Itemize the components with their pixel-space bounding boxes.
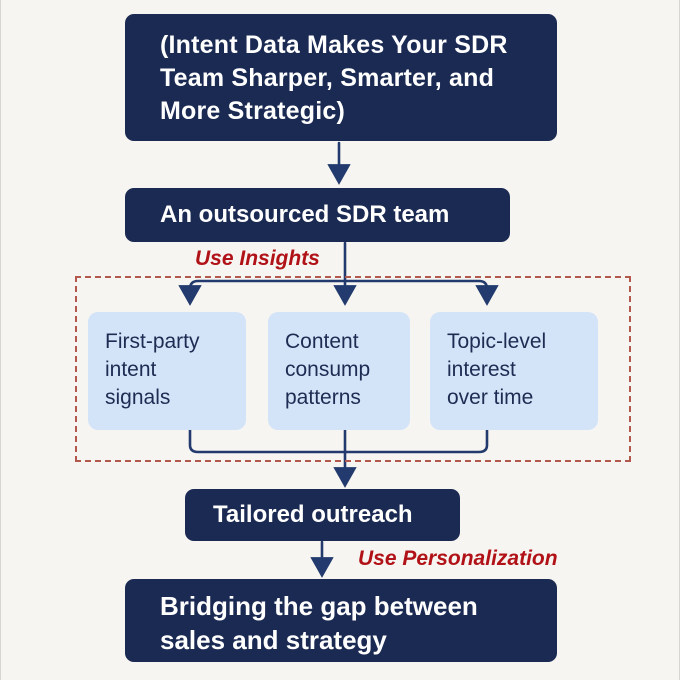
title-line-2: Team Sharper, Smarter, and	[160, 64, 495, 92]
signal-line: Topic-level	[447, 330, 547, 353]
signal-line: First-party	[105, 330, 200, 353]
use-personalization-label: Use Personalization	[358, 547, 558, 570]
sdr-team-box: An outsourced SDR team	[125, 188, 510, 242]
tailored-outreach-box: Tailored outreach	[185, 489, 460, 541]
signal-line: interest	[447, 358, 516, 381]
title-line-1: (Intent Data Makes Your SDR	[160, 31, 508, 59]
signal-line: consump	[285, 358, 371, 381]
signal-box-topic-level-interest: Topic-level interest over time	[430, 312, 598, 430]
signal-line: signals	[105, 386, 171, 409]
insights-dashed-group	[75, 276, 631, 462]
title-line-3: More Strategic)	[160, 97, 345, 125]
signal-line: Content	[285, 330, 359, 353]
signal-box-first-party-intent: First-party intent signals	[88, 312, 246, 430]
tailored-outreach-label: Tailored outreach	[213, 501, 413, 528]
title-box: (Intent Data Makes Your SDR Team Sharper…	[125, 14, 557, 141]
use-insights-label: Use Insights	[195, 247, 320, 270]
signal-box-content-consumption: Content consump patterns	[268, 312, 410, 430]
bridging-gap-box: Bridging the gap between sales and strat…	[125, 579, 557, 662]
signal-line: intent	[105, 358, 157, 381]
signal-line: patterns	[285, 386, 361, 409]
sdr-team-label: An outsourced SDR team	[160, 201, 450, 228]
bridging-line-2: sales and strategy	[160, 625, 387, 655]
bridging-line-1: Bridging the gap between	[160, 591, 478, 621]
signal-line: over time	[447, 386, 534, 409]
